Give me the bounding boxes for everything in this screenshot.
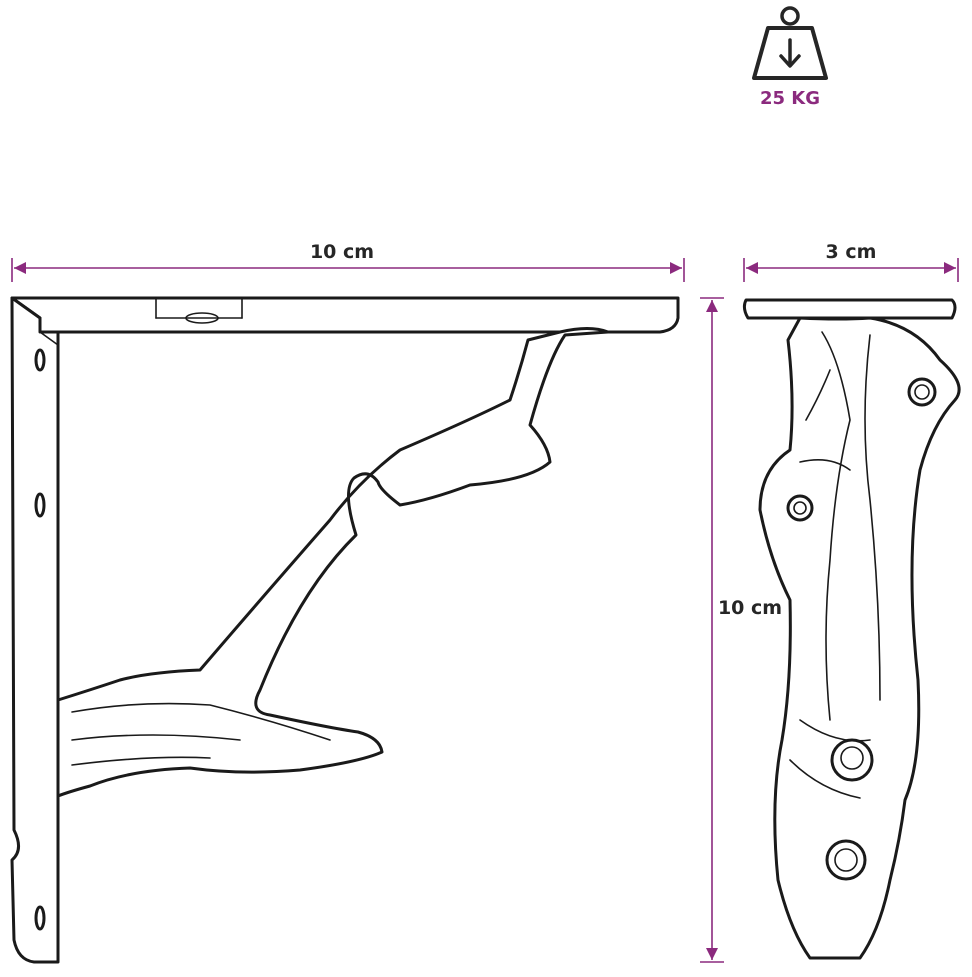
side-body xyxy=(758,316,961,960)
front-width-label: 10 cm xyxy=(310,241,374,263)
side-depth-label: 3 cm xyxy=(826,241,877,263)
dimension-front-width: 10 cm xyxy=(11,241,685,282)
bracket-side-view xyxy=(742,298,961,960)
bracket-front-view xyxy=(10,296,680,964)
bracket-top-bar xyxy=(10,296,680,334)
wall-screw-hole xyxy=(34,905,46,931)
side-screw-hole xyxy=(786,494,814,522)
side-top-plate xyxy=(742,298,957,320)
weight-icon xyxy=(752,6,828,80)
side-knot xyxy=(830,738,874,782)
mounting-slot xyxy=(185,312,219,324)
height-label: 10 cm xyxy=(718,597,782,619)
wall-screw-hole xyxy=(34,348,46,372)
load-badge: 25 KG xyxy=(752,6,828,109)
load-rating-label: 25 KG xyxy=(760,88,820,109)
side-screw-hole xyxy=(907,377,937,407)
dimension-height: 10 cm xyxy=(700,297,784,963)
dimension-side-depth: 3 cm xyxy=(743,241,959,282)
branch-arm xyxy=(56,327,610,798)
wall-screw-hole xyxy=(34,492,46,518)
side-screw-hole xyxy=(825,839,867,881)
bracket-wall-bar xyxy=(10,296,60,964)
